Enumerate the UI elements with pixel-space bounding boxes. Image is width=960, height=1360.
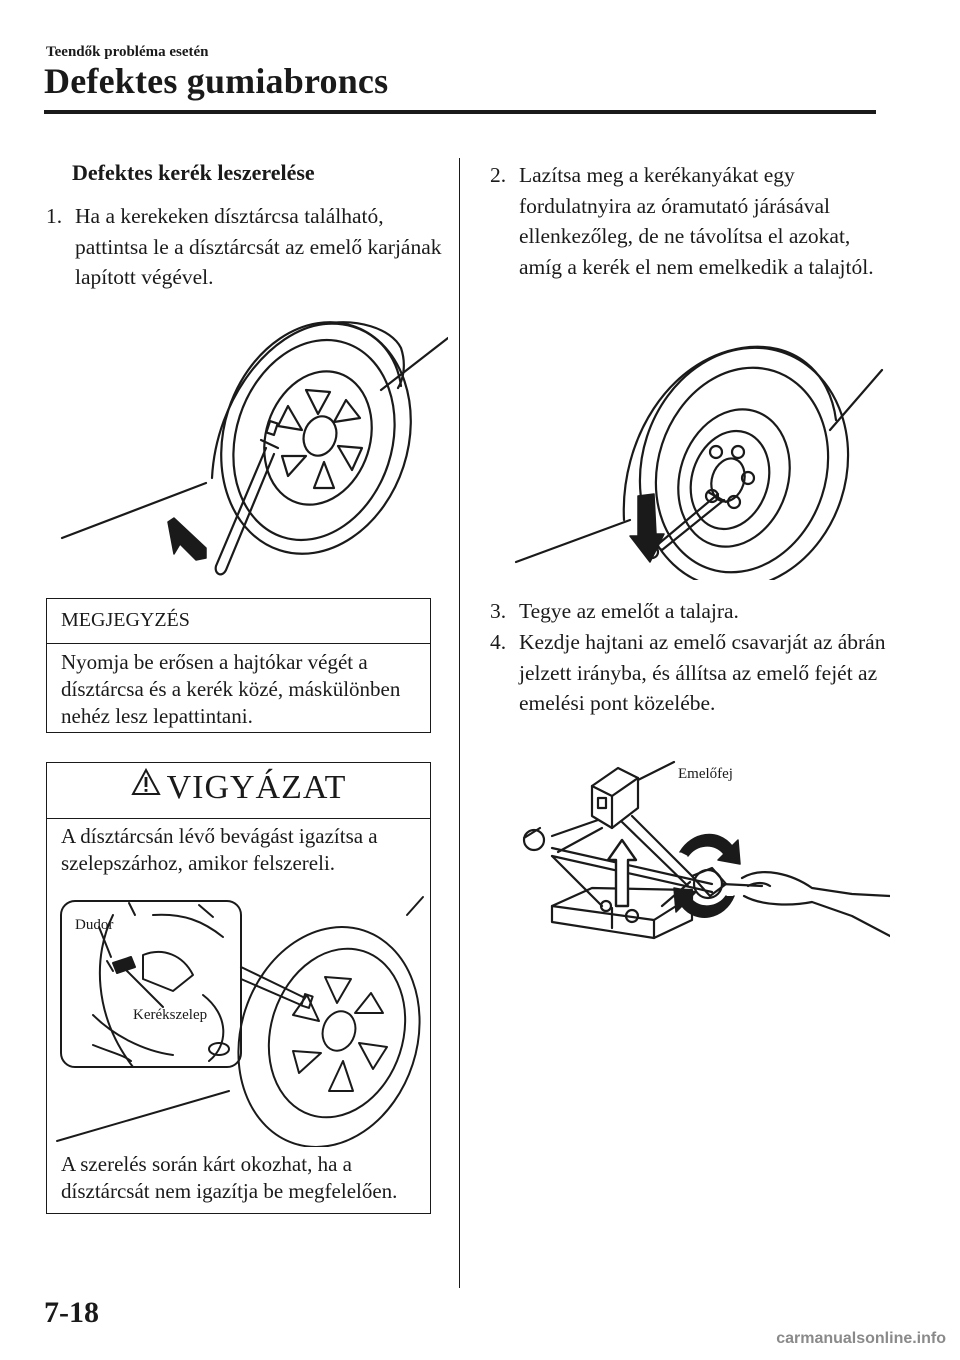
caution-heading: VIGYÁZAT [166,769,347,806]
section-label: Teendők probléma esetén [46,44,209,60]
label-dudor: Dudor [75,917,113,933]
page-number: 7-18 [44,1296,99,1329]
step-1-text: Ha a kerekeken dísztárcsa található, pat… [75,204,442,289]
page-title: Defektes gumiabroncs [44,61,389,101]
step-4-text: Kezdje hajtani az emelő csavarját az ábr… [519,630,886,715]
step-4: 4. Kezdje hajtani az emelő csavarját az … [490,627,910,719]
caution-text-damage: A szerelés során kárt okozhat, ha a dísz… [61,1152,398,1203]
hubcap-removal-illustration [60,321,448,576]
scissor-jack-illustration: Emelőfej [522,760,890,940]
caution-text-align: A dísztárcsán lévő bevágást igazítsa a s… [61,824,378,875]
note-body: Nyomja be erősen a hajtókar végét a dísz… [61,650,401,728]
subheading-remove-wheel: Defektes kerék leszerelése [72,160,315,185]
step-3-text: Tegye az emelőt a talajra. [519,599,739,623]
hubcap-alignment-illustration: Dudor Kerékszelep [56,896,424,1147]
step-4-number: 4. [490,630,507,654]
step-3: 3. Tegye az emelőt a talajra. [490,596,890,627]
label-kerekszelep: Kerékszelep [133,1007,207,1023]
title-rule [44,110,876,114]
caution-box: VIGYÁZAT A dísztárcsán lévő bevágást iga… [46,762,431,1214]
watermark-text: carmanualsonline.info [776,1330,946,1347]
loosen-lug-nuts-illustration [514,345,884,580]
column-divider [459,158,460,1288]
note-heading: MEGJEGYZÉS [61,609,190,631]
label-emelofej: Emelőfej [678,766,733,782]
step-3-number: 3. [490,599,507,623]
note-box: MEGJEGYZÉS Nyomja be erősen a hajtókar v… [46,598,431,733]
step-1-number: 1. [46,204,63,228]
step-2: 2. Lazítsa meg a kerékanyákat egy fordul… [490,160,890,282]
warning-triangle-icon [130,767,161,795]
step-2-number: 2. [490,163,507,187]
step-2-text: Lazítsa meg a kerékanyákat egy fordulatn… [519,163,874,279]
step-1: 1. Ha a kerekeken dísztárcsa található, … [46,201,446,293]
